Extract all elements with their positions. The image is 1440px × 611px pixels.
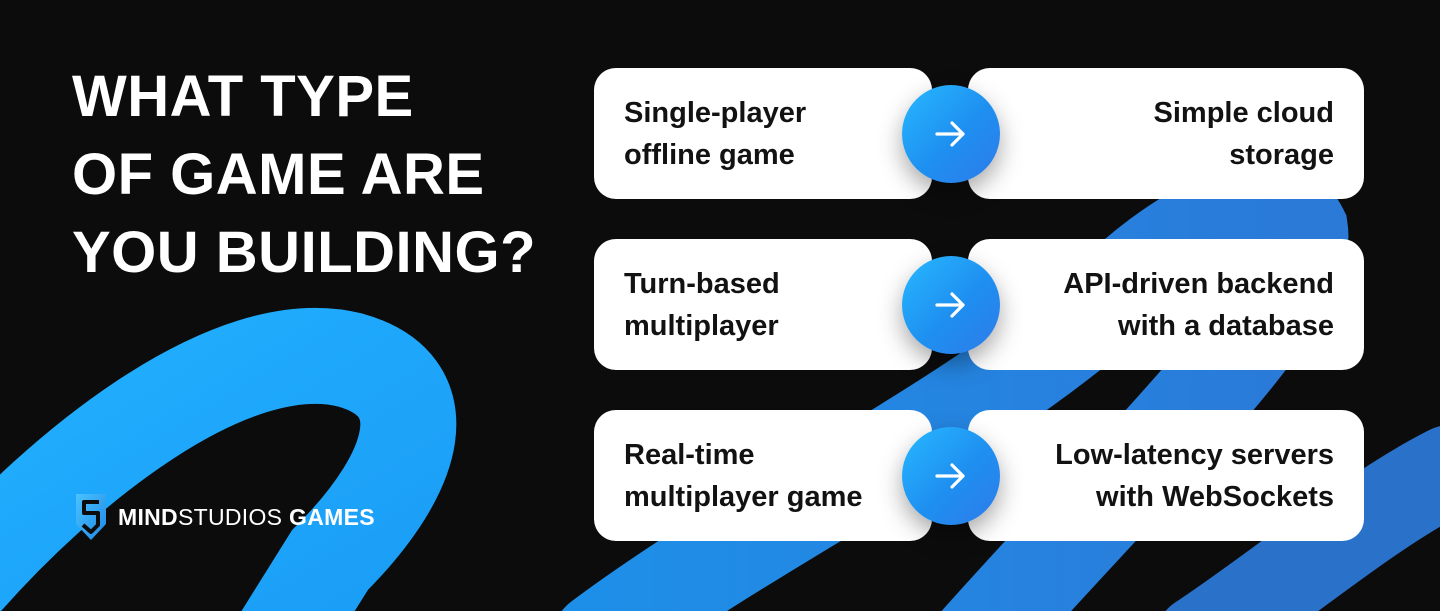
game-type-line-1: Turn-based xyxy=(624,267,780,300)
brand-logo: MINDSTUDIOS GAMES xyxy=(74,492,375,542)
backend-line-2: with WebSockets xyxy=(1096,480,1334,513)
title-line-1: WHAT TYPE xyxy=(72,64,414,129)
game-type-card-single-player: Single-player offline game xyxy=(594,68,932,199)
title-line-2: OF GAME ARE xyxy=(72,142,485,207)
brand-wordmark: MINDSTUDIOS GAMES xyxy=(118,504,375,531)
arrow-right-icon xyxy=(902,256,1000,354)
backend-card-cloud-storage: Simple cloud storage xyxy=(968,68,1364,199)
game-type-line-2: multiplayer game xyxy=(624,480,863,513)
brand-part-mind: MIND xyxy=(118,503,178,530)
brand-part-games: GAMES xyxy=(289,503,375,530)
game-type-line-1: Single-player xyxy=(624,96,807,129)
arrow-right-icon xyxy=(902,427,1000,525)
backend-line-1: Simple cloud xyxy=(1153,96,1334,129)
brand-part-studios: STUDIOS xyxy=(177,503,283,530)
mindstudios-shield-logo-icon xyxy=(76,494,106,540)
arrow-right-icon xyxy=(902,85,1000,183)
backend-line-2: storage xyxy=(1229,138,1334,171)
game-type-card-real-time: Real-time multiplayer game xyxy=(594,410,932,541)
backend-line-2: with a database xyxy=(1118,309,1334,342)
page-title: WHAT TYPE OF GAME ARE YOU BUILDING? xyxy=(72,58,592,292)
game-type-line-1: Real-time xyxy=(624,438,755,471)
game-type-card-turn-based: Turn-based multiplayer xyxy=(594,239,932,370)
backend-card-websockets: Low-latency servers with WebSockets xyxy=(968,410,1364,541)
backend-line-1: Low-latency servers xyxy=(1055,438,1334,471)
title-line-3: YOU BUILDING? xyxy=(72,220,537,285)
backend-line-1: API-driven backend xyxy=(1063,267,1334,300)
backend-card-api-database: API-driven backend with a database xyxy=(968,239,1364,370)
game-type-line-2: offline game xyxy=(624,138,795,171)
game-type-line-2: multiplayer xyxy=(624,309,779,342)
